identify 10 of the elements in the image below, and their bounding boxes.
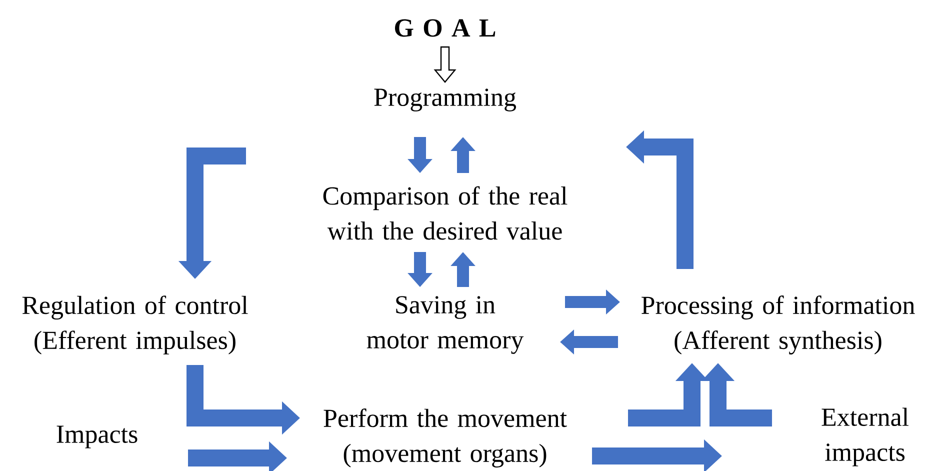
hollow-arrow <box>434 46 456 83</box>
step-text: Processing of information (Afferent synthesis) <box>642 296 915 354</box>
step-text: External impacts <box>822 408 909 466</box>
step-text: Programming <box>374 88 516 112</box>
heading-text: G O A L <box>395 19 496 37</box>
step-text: Regulation of control (Efferent impulses) <box>22 296 248 354</box>
step-text: Perform the movement (movement organs) <box>324 408 567 468</box>
step-text: Saving in motor memory <box>366 296 524 354</box>
step-text: Impacts <box>56 426 138 448</box>
step-text: Comparison of the real with the desired value <box>323 186 568 240</box>
